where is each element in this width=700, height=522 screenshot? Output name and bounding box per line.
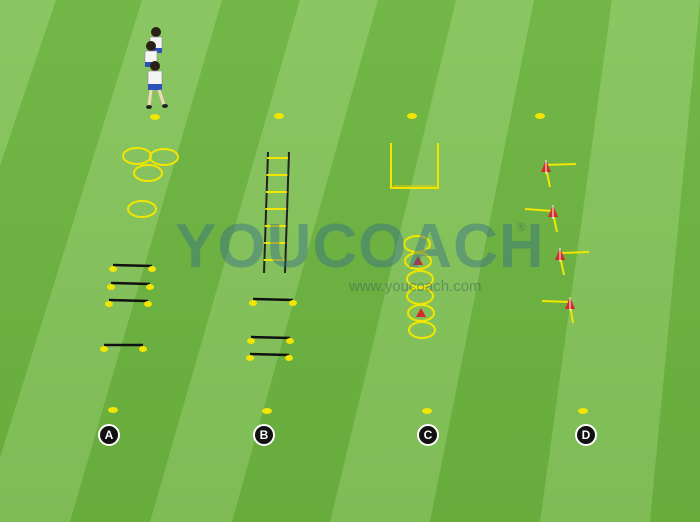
station-label-a: A: [98, 424, 120, 446]
station-d-equipment: [524, 113, 590, 414]
hurdle: [107, 281, 154, 290]
marker-disc: [150, 114, 160, 120]
hoop: [407, 304, 435, 322]
hurdle: [109, 263, 156, 272]
marker-disc: [535, 113, 545, 119]
player: [146, 61, 168, 109]
station-label-b: B: [253, 424, 275, 446]
marker-disc: [578, 408, 588, 414]
hoop: [149, 148, 179, 166]
slalom-pole: [541, 160, 577, 188]
station-a-equipment: [100, 27, 179, 413]
goal-frame: [390, 143, 439, 189]
player-group: [144, 27, 168, 109]
hurdle: [105, 298, 152, 307]
slalom-pole: [541, 297, 575, 324]
marker-disc: [262, 408, 272, 414]
marker-disc: [407, 113, 417, 119]
station-c-equipment: [390, 113, 439, 414]
hoop: [127, 200, 157, 218]
marker-disc: [422, 408, 432, 414]
hoop: [406, 287, 434, 305]
station-label-c: C: [417, 424, 439, 446]
hoop: [403, 235, 431, 253]
hurdle: [249, 297, 297, 306]
slalom-pole: [555, 248, 590, 276]
player: [149, 27, 163, 53]
hurdle: [246, 352, 293, 361]
station-b-equipment: [246, 113, 297, 414]
hoop: [408, 321, 436, 339]
marker-disc: [274, 113, 284, 119]
hoop: [133, 164, 163, 182]
cone: [416, 308, 426, 317]
station-label-d: D: [575, 424, 597, 446]
cone: [413, 256, 423, 265]
slalom-pole: [524, 205, 558, 233]
marker-disc: [108, 407, 118, 413]
hurdle: [100, 343, 147, 352]
hurdle: [247, 335, 294, 344]
agility-ladder: [263, 151, 290, 274]
hoop: [404, 252, 432, 270]
